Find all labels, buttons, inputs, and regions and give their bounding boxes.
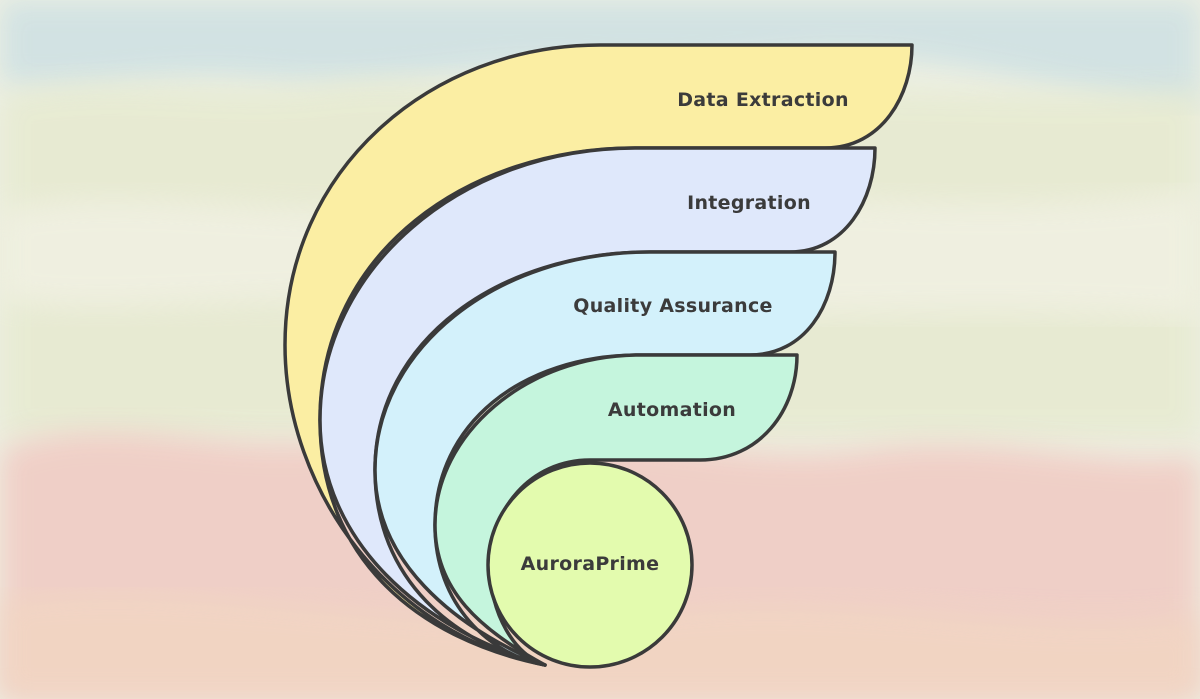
layer-labels: Data Extraction Integration Quality Assu… (521, 89, 849, 575)
layered-funnel-diagram (283, 43, 914, 669)
label-auroraprime: AuroraPrime (521, 553, 660, 575)
label-automation: Automation (608, 399, 736, 421)
label-quality-assurance: Quality Assurance (573, 295, 772, 317)
label-integration: Integration (687, 192, 811, 214)
label-data-extraction: Data Extraction (677, 89, 849, 111)
layer-auroraprime-circle (486, 461, 694, 669)
